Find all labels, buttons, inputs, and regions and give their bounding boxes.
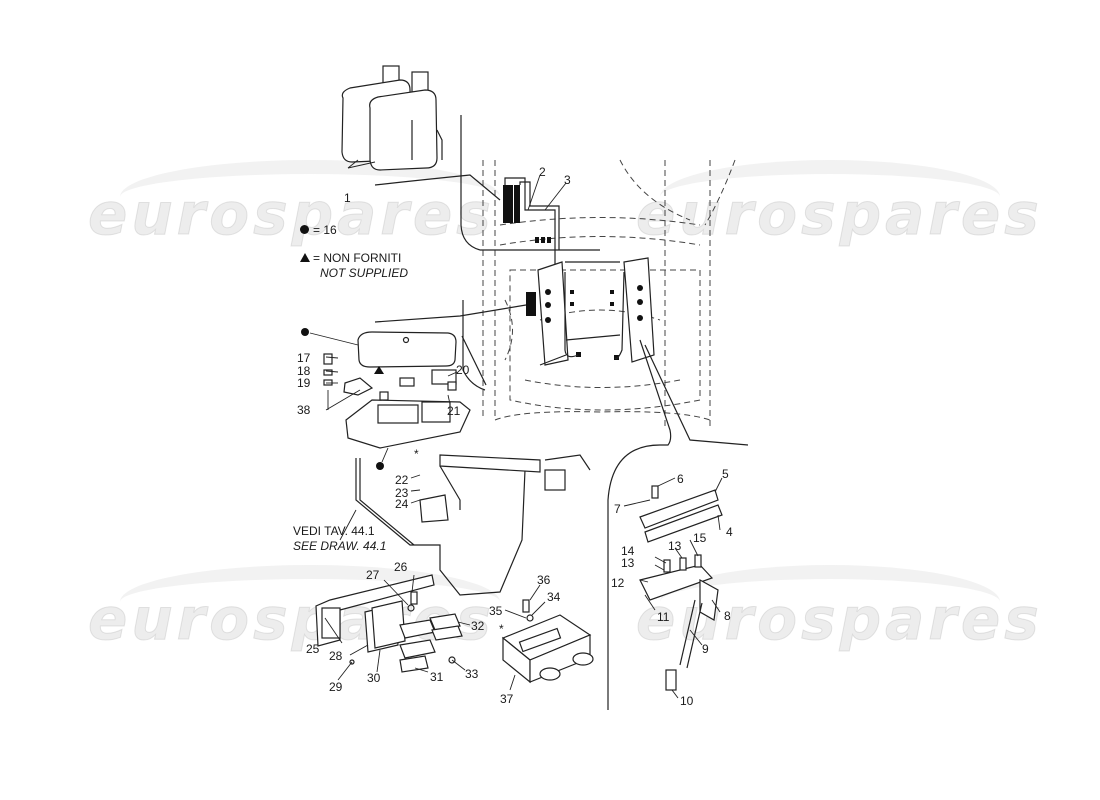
callout-14: 14 [621,544,635,558]
callout-13a: 13 [621,556,635,570]
callout-33: 33 [465,667,479,681]
reference-note-it: VEDI TAV. 44.1 [293,524,375,538]
callout-26: 26 [394,560,408,574]
legend-dot-row: = 16 [300,223,408,238]
callout-34: 34 [547,590,561,604]
callout-7: 7 [614,502,621,516]
callout-21: 21 [447,404,461,418]
callout-13b: 13 [668,539,682,553]
callout-17: 17 [297,351,311,365]
callout-3: 3 [564,173,571,187]
callout-36: 36 [537,573,551,587]
callout-6: 6 [677,472,684,486]
callout-4: 4 [726,525,733,539]
asterisk-marker: * [499,622,504,636]
callout-29: 29 [329,680,343,694]
callout-9: 9 [702,642,709,656]
ignition-coil-group [639,485,723,691]
legend-not-supplied-en: NOT SUPPLIED [320,266,409,280]
legend: = 16 = NON FORNITI NOT SUPPLIED [300,223,408,281]
callout-8: 8 [724,609,731,623]
legend-triangle-row: = NON FORNITI [300,251,408,266]
callout-11: 11 [657,610,670,624]
callout-38: 38 [297,403,311,417]
asterisk-marker: * [414,447,419,461]
fuse-box-assembly [301,328,471,470]
callout-5: 5 [722,467,729,481]
callout-22: 22 [395,473,409,487]
callout-12: 12 [611,576,625,590]
reference-note: VEDI TAV. 44.1 SEE DRAW. 44.1 [293,524,386,554]
engine-bay-outline [460,115,736,430]
callout-37: 37 [500,692,514,706]
callout-27: 27 [366,568,380,582]
callout-35: 35 [489,604,503,618]
callout-10: 10 [680,694,694,708]
callout-20: 20 [456,363,470,377]
callout-19: 19 [297,376,311,390]
ignition-module-group [315,574,463,673]
callout-15: 15 [693,531,707,545]
leader-lines [374,174,749,710]
engine-assembly [503,177,655,366]
legend-dot-value: = 16 [313,223,337,237]
callout-leaders [324,174,723,699]
callout-32: 32 [471,619,485,633]
callout-2: 2 [539,165,546,179]
callout-18: 18 [297,364,311,378]
callout-30: 30 [367,671,381,685]
callout-23: 23 [395,486,409,500]
callout-1: 1 [344,191,351,205]
mounting-bracket [355,454,591,596]
callout-25: 25 [306,642,320,656]
control-unit-part-37 [501,599,594,684]
triangle-symbol-icon [300,253,310,262]
callout-24: 24 [395,497,409,511]
dot-symbol-icon [300,225,309,234]
callout-31: 31 [430,670,444,684]
ecu-modules-part-1 [341,65,443,171]
legend-not-supplied-it: = NON FORNITI [313,251,402,265]
reference-note-en: SEE DRAW. 44.1 [293,539,387,553]
callout-28: 28 [329,649,343,663]
